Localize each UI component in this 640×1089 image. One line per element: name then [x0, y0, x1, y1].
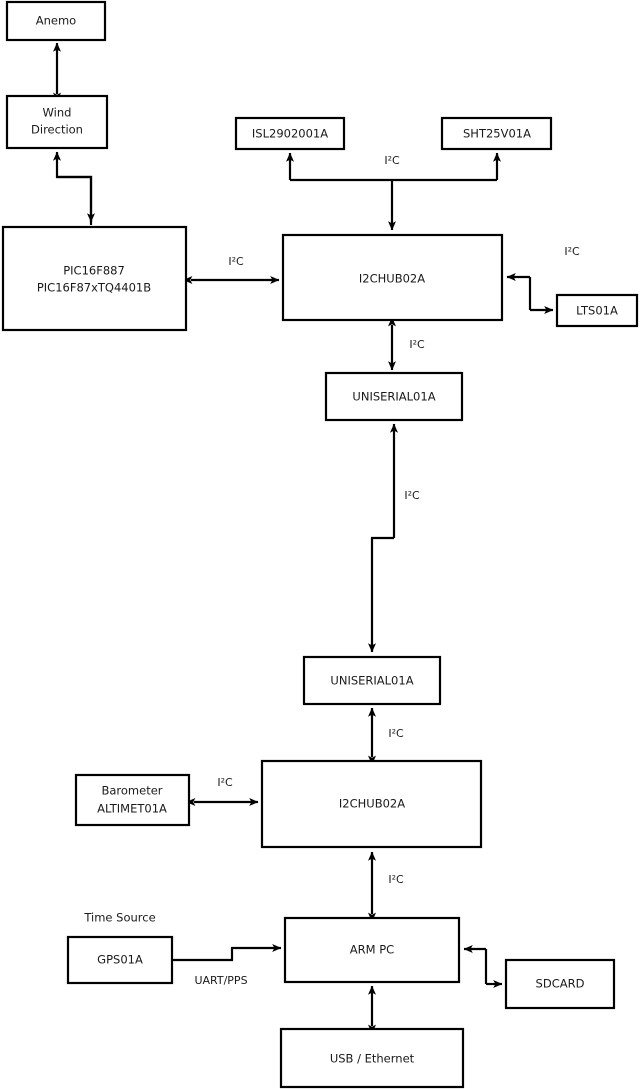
node-sht25v01a[interactable]: SHT25V01A — [440, 116, 553, 151]
node-uniserial01a-top[interactable]: UNISERIAL01A — [324, 371, 464, 422]
node-lts01a[interactable]: LTS01A — [555, 293, 639, 328]
node-anemo-label: Anemo — [36, 14, 76, 28]
node-i2chub02a-top[interactable]: I2CHUB02A — [281, 233, 504, 322]
node-barometer-label-line1: Barometer — [101, 784, 162, 798]
node-pic16f887-label-line2: PIC16F87xTQ4401B — [37, 281, 151, 295]
node-wind-direction[interactable]: Wind Direction — [5, 94, 109, 150]
node-uniserial01a-bottom-label: UNISERIAL01A — [330, 674, 413, 688]
node-isl2902001a[interactable]: ISL2902001A — [234, 116, 346, 151]
edge-gps-arm — [172, 944, 282, 962]
node-uniserial01a-bottom[interactable]: UNISERIAL01A — [302, 655, 442, 706]
node-i2chub02a-top-label: I2CHUB02A — [359, 272, 425, 286]
node-wind-direction-label-line1: Wind — [43, 106, 72, 120]
edge-label-hub-uniserial: I²C — [409, 338, 425, 351]
edge-label-hub-lts: I²C — [564, 245, 580, 258]
node-wind-direction-label-line2: Direction — [31, 123, 83, 137]
node-usb-ethernet-label: USB / Ethernet — [330, 1052, 415, 1066]
edge-label-gps-arm: UART/PPS — [194, 974, 247, 987]
node-uniserial01a-top-label: UNISERIAL01A — [352, 390, 435, 404]
node-barometer-label-line2: ALTIMET01A — [97, 802, 167, 816]
node-arm-pc[interactable]: ARM PC — [283, 916, 461, 984]
node-pic16f887[interactable]: PIC16F887 PIC16F87xTQ4401B — [1, 225, 188, 332]
edge-label-uniserial-uniserial: I²C — [404, 489, 420, 502]
edge-label-uniserial-hubbot: I²C — [388, 727, 404, 740]
edge-pic-wind-down — [57, 175, 95, 223]
edge-label-pic-hub: I²C — [228, 255, 244, 268]
node-sht25v01a-label: SHT25V01A — [463, 127, 531, 141]
node-gps01a[interactable]: GPS01A — [66, 935, 174, 985]
node-i2chub02a-bottom-label: I2CHUB02A — [339, 797, 405, 811]
node-gps01a-label: GPS01A — [97, 953, 143, 967]
node-usb-ethernet[interactable]: USB / Ethernet — [279, 1027, 465, 1089]
edge-label-baro-hubbot: I²C — [217, 776, 233, 789]
edge-pic-wind — [53, 151, 93, 225]
node-barometer-altimet01a[interactable]: Barometer ALTIMET01A — [74, 773, 191, 827]
node-sdcard[interactable]: SDCARD — [504, 958, 616, 1010]
node-i2chub02a-bottom[interactable]: I2CHUB02A — [260, 759, 483, 849]
node-lts01a-label: LTS01A — [576, 304, 618, 318]
node-pic16f887-label-line1: PIC16F887 — [63, 264, 125, 278]
label-time-source: Time Source — [83, 911, 155, 925]
edge-label-hub-sensors: I²C — [384, 154, 400, 167]
edge-label-hubbot-arm: I²C — [388, 873, 404, 886]
node-sdcard-label: SDCARD — [536, 977, 585, 991]
node-arm-pc-label: ARM PC — [350, 943, 394, 957]
node-anemo[interactable]: Anemo — [5, 0, 107, 42]
node-isl2902001a-label: ISL2902001A — [252, 127, 328, 141]
edge-uniserial-elbow — [367, 536, 394, 653]
